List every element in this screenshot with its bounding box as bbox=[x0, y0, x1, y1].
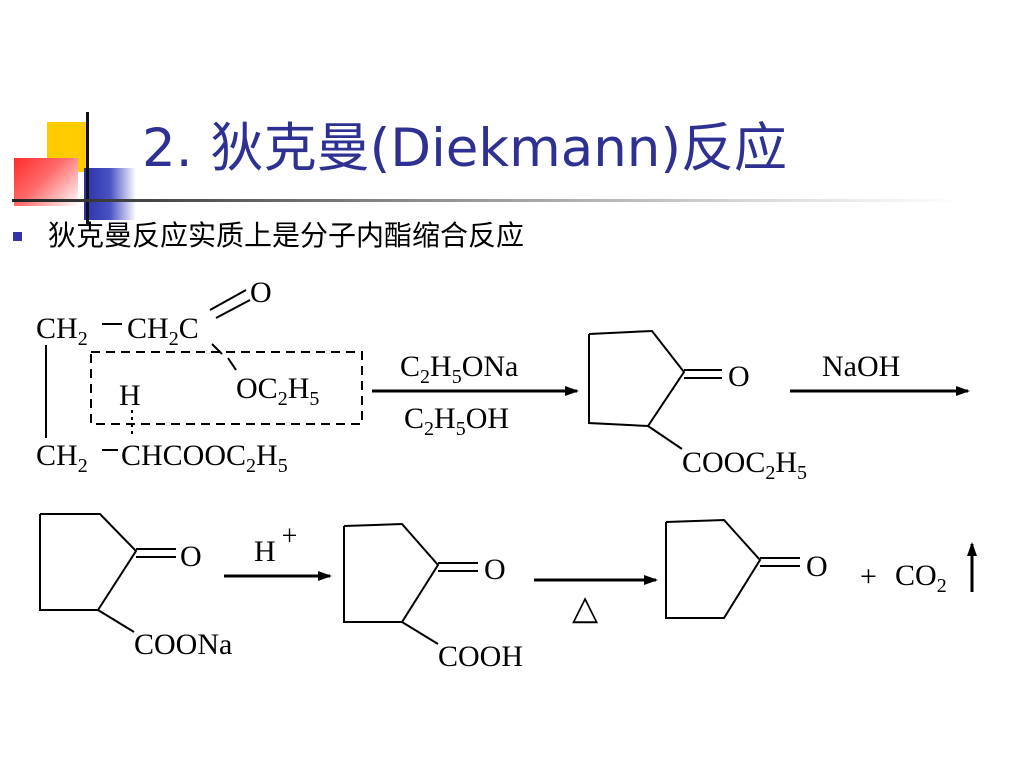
cooh-label: COOH bbox=[438, 640, 523, 673]
ch2-label-bottom: CH2 bbox=[36, 439, 88, 477]
coona-label: COONa bbox=[134, 628, 232, 661]
chcooc2h5-label: CHCOOC2H5 bbox=[121, 439, 288, 477]
title-text: 狄克曼(Diekmann)反应 bbox=[210, 118, 788, 179]
heat-delta-icon: △ bbox=[572, 590, 599, 627]
coona-bond bbox=[97, 609, 135, 633]
bullet-text: 狄克曼反应实质上是分子内酯缩合反应 bbox=[48, 219, 525, 252]
ester-substituent-bond bbox=[647, 425, 683, 450]
ring4-o-label: O bbox=[806, 550, 828, 583]
co2-label: CO2 bbox=[895, 559, 947, 597]
reagent-naoh: NaOH bbox=[822, 350, 900, 383]
oc2h5-label: OC2H5 bbox=[236, 372, 319, 410]
plus-sign: + bbox=[860, 560, 877, 593]
carbonyl-o-label: O bbox=[250, 276, 272, 309]
ring-o-label: O bbox=[728, 360, 750, 393]
ring2-o-label: O bbox=[180, 540, 202, 573]
co2-group: + CO2 bbox=[860, 542, 977, 597]
reaction-arrow-1-group: C2H5ONa C2H5OH bbox=[372, 350, 579, 440]
slide-title: 2.狄克曼(Diekmann)反应 bbox=[142, 122, 787, 175]
red-square-decoration bbox=[14, 158, 78, 206]
ring3-o-label: O bbox=[484, 553, 506, 586]
blue-square-decoration bbox=[84, 168, 136, 220]
ester-bond bbox=[211, 343, 223, 355]
cyclopentanone-structure: O bbox=[665, 518, 828, 619]
cyclopentane-ring-3 bbox=[343, 522, 440, 623]
h-label: H bbox=[119, 379, 141, 412]
reagent-c2h5oh: C2H5OH bbox=[404, 402, 509, 440]
carbonyl-bond-1 bbox=[209, 289, 247, 311]
cooh-bond bbox=[401, 621, 439, 645]
reaction-arrow-4-group: △ bbox=[534, 575, 658, 627]
reagent-c2h5ona: C2H5ONa bbox=[400, 350, 518, 388]
keto-acid-structure: O COOH bbox=[343, 522, 523, 673]
cooc2h5-label: COOC2H5 bbox=[682, 446, 807, 484]
reagent-h-plus: H+ bbox=[254, 521, 297, 568]
sodium-salt-structure: O COONa bbox=[39, 513, 232, 661]
vertical-rule-decoration bbox=[86, 112, 89, 224]
cyclopentane-ring-2 bbox=[39, 513, 138, 611]
dashed-reaction-box bbox=[90, 351, 363, 425]
reaction-arrow-2-group: NaOH bbox=[790, 350, 970, 396]
bullet-square-icon bbox=[13, 232, 22, 241]
ch2c-label: CH2C bbox=[127, 312, 199, 350]
title-underline-rule bbox=[12, 199, 962, 202]
reaction-arrow-3-group: H+ bbox=[224, 521, 332, 581]
ester-bond-2 bbox=[227, 357, 237, 371]
diester-structure: CH2 CH2C O OC2H5 H CH2 CHCOOC2H5 bbox=[36, 276, 363, 477]
title-number: 2. bbox=[142, 118, 193, 179]
ch2-label-top-left: CH2 bbox=[36, 312, 88, 350]
carbonyl-bond-2 bbox=[215, 299, 251, 319]
cyclopentane-ring bbox=[588, 329, 686, 428]
cyclopentane-ring-4 bbox=[665, 518, 762, 619]
keto-ester-structure: O COOC2H5 bbox=[588, 329, 807, 484]
